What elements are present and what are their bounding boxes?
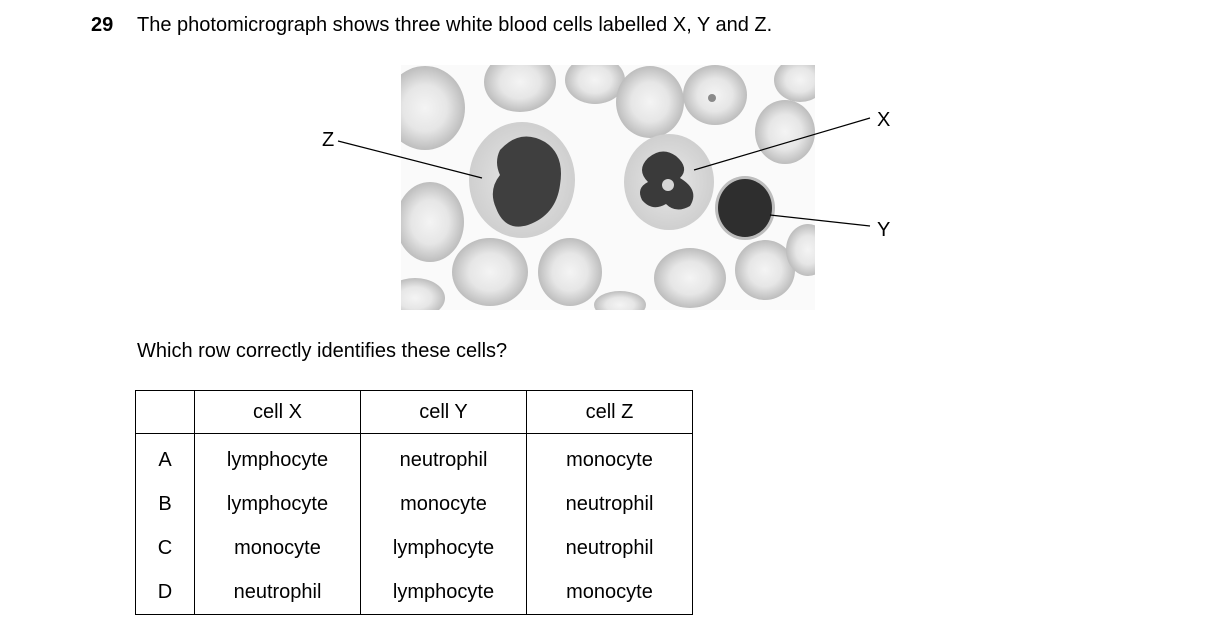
header-cell-y: cell Y: [360, 390, 527, 434]
table-row: A lymphocyte neutrophil monocyte: [135, 433, 693, 482]
cell-z-value: monocyte: [526, 433, 693, 482]
cell-y-value: lymphocyte: [360, 526, 527, 570]
leader-line-x: [693, 117, 871, 171]
question-number: 29: [91, 14, 114, 36]
answer-table: cell X cell Y cell Z A lymphocyte neutro…: [135, 390, 693, 615]
table-row: B lymphocyte monocyte neutrophil: [135, 482, 693, 526]
cell-x-value: lymphocyte: [194, 482, 361, 526]
leader-line-z: [337, 140, 483, 179]
table-header-row: cell X cell Y cell Z: [135, 390, 693, 434]
question-text: The photomicrograph shows three white bl…: [137, 14, 773, 36]
header-cell: [135, 390, 195, 434]
question-prompt: Which row correctly identifies these cel…: [137, 340, 508, 362]
cell-y-value: lymphocyte: [360, 570, 527, 615]
cell-x-value: lymphocyte: [194, 433, 361, 482]
label-x: X: [877, 109, 890, 131]
cell-x-value: neutrophil: [194, 570, 361, 615]
cell-z-value: monocyte: [526, 570, 693, 615]
cell-x-value: monocyte: [194, 526, 361, 570]
micrograph-image: [401, 65, 815, 310]
label-z: Z: [322, 129, 334, 151]
cell-z-value: neutrophil: [526, 482, 693, 526]
cell-y-value: neutrophil: [360, 433, 527, 482]
label-y: Y: [877, 219, 890, 241]
leader-line-y: [769, 214, 871, 227]
header-cell-z: cell Z: [526, 390, 693, 434]
header-cell-x: cell X: [194, 390, 361, 434]
cell-y-value: monocyte: [360, 482, 527, 526]
table-row: D neutrophil lymphocyte monocyte: [135, 570, 693, 615]
row-letter: B: [135, 482, 195, 526]
cell-z-value: neutrophil: [526, 526, 693, 570]
row-letter: D: [135, 570, 195, 615]
table-row: C monocyte lymphocyte neutrophil: [135, 526, 693, 570]
row-letter: A: [135, 433, 195, 482]
row-letter: C: [135, 526, 195, 570]
